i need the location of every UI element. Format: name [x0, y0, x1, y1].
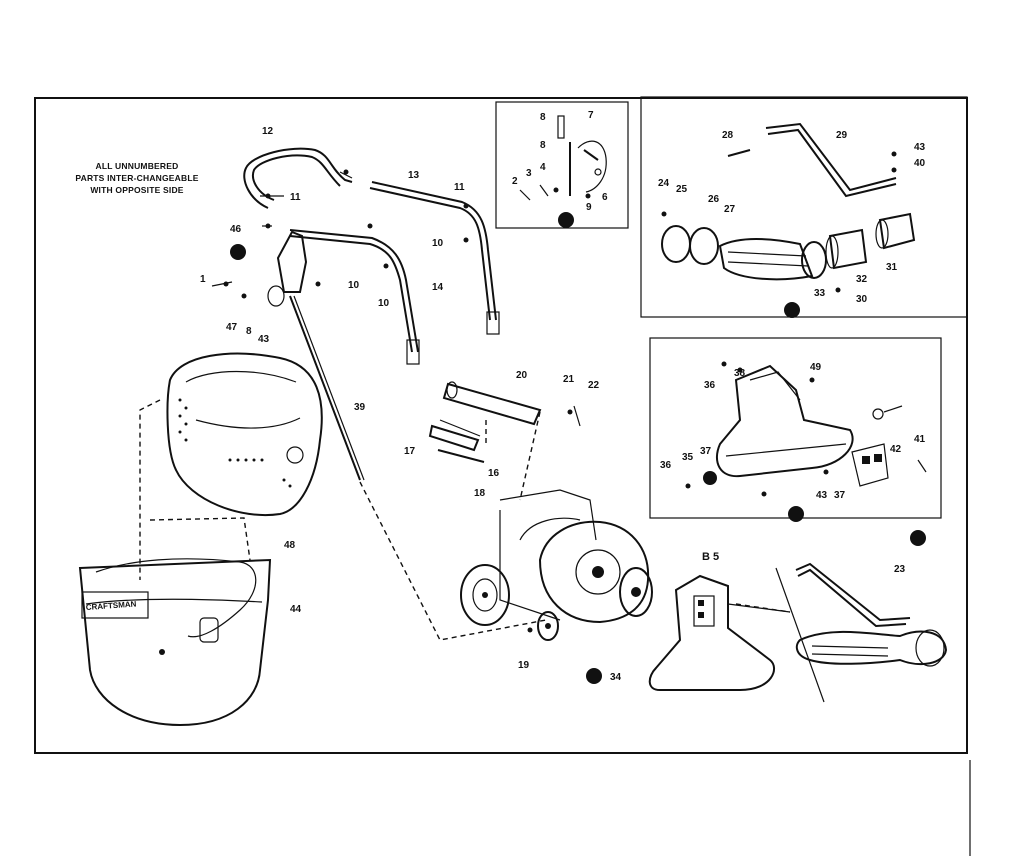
- hose-callout-31: 31: [886, 262, 898, 273]
- inset-callout-6: 6: [602, 192, 608, 203]
- callout-22: 22: [588, 380, 600, 391]
- callout-48: 48: [284, 540, 296, 551]
- inset-nozzle: [649, 337, 942, 519]
- accessory-hose: [775, 562, 948, 703]
- callout-21: 21: [563, 374, 575, 385]
- callout-44: 44: [290, 604, 302, 615]
- lower-handle-right: [369, 181, 500, 335]
- inset-callout-2: 2: [512, 176, 518, 187]
- callout-43a: 43: [258, 334, 270, 345]
- callout-13: 13: [408, 170, 420, 181]
- hose-callout-24: 24: [658, 178, 670, 189]
- handle-reference-dot: [230, 244, 246, 260]
- callout-14: 14: [432, 282, 444, 293]
- callout-labels: 12 11 46 13 11 10 1 10 14 10 47 8 43 39 …: [200, 110, 926, 683]
- note-line-1: ALL UNNUMBERED: [95, 161, 179, 171]
- hose-callout-43: 43: [914, 142, 926, 153]
- lower-handle-left: [289, 229, 420, 365]
- front-wheel: [619, 567, 653, 617]
- callout-10a: 10: [432, 238, 444, 249]
- nozzle-callout-43: 43: [816, 490, 828, 501]
- nozzle-callout-37b: 37: [834, 490, 846, 501]
- callout-10b: 10: [348, 280, 360, 291]
- hose-callout-28: 28: [722, 130, 734, 141]
- inset-hose-parts: [661, 122, 916, 293]
- callout-46a: 46: [230, 224, 242, 235]
- inset-callout-7: 7: [588, 110, 594, 121]
- callout-11b: 11: [454, 182, 465, 193]
- callout-12: 12: [262, 126, 274, 137]
- inset-callout-3: 3: [526, 168, 532, 179]
- accessory-ref-dot: [910, 530, 926, 546]
- inset-ref-dot-1: [558, 212, 574, 228]
- hose-callout-30: 30: [856, 294, 868, 305]
- nozzle-callout-35: 35: [682, 452, 694, 463]
- bag-cover: [166, 352, 323, 516]
- inset-ref-dot-2: [784, 302, 800, 318]
- accessory-callout-23: 23: [894, 564, 906, 575]
- inset-nozzle-parts: [685, 361, 927, 497]
- rear-wheel: [460, 564, 510, 626]
- nozzle-callout-36b: 36: [660, 460, 672, 471]
- inset-callout-9: 9: [586, 202, 592, 213]
- handle-bracket: [267, 230, 365, 481]
- inset-ref-dot-4: [788, 506, 804, 522]
- upper-handle: [243, 147, 353, 209]
- hose-callout-33: 33: [814, 288, 826, 299]
- leader-dash-6: [735, 603, 791, 613]
- leader-dash-3: [139, 399, 161, 580]
- callout-17: 17: [404, 446, 416, 457]
- hose-callout-26: 26: [708, 194, 720, 205]
- nozzle-callout-38: 38: [734, 368, 746, 379]
- callout-47: 47: [226, 322, 238, 333]
- callout-16: 16: [488, 468, 500, 479]
- diagram-border: [34, 97, 968, 754]
- wheel-hub: [527, 611, 559, 641]
- leader-dash-4: [519, 411, 541, 501]
- callout-8a: 8: [246, 326, 252, 337]
- callout-34: 34: [610, 672, 622, 683]
- hose-callout-40: 40: [914, 158, 926, 169]
- blower-housing: [499, 489, 650, 624]
- nozzle-callout-49: 49: [810, 362, 822, 373]
- inlet-tube: [428, 381, 581, 463]
- callout-19: 19: [518, 660, 530, 671]
- nozzle-callout-37a: 37: [700, 446, 712, 457]
- nozzle-ref-dot: [586, 668, 602, 684]
- callout-39: 39: [354, 402, 366, 413]
- callout-1: 1: [200, 274, 206, 285]
- callout-11a: 11: [290, 192, 301, 203]
- hose-callout-27: 27: [724, 204, 736, 215]
- inset-callout-8a: 8: [540, 112, 546, 123]
- inset-handle-hardware: [495, 101, 629, 229]
- note-line-3: WITH OPPOSITE SIDE: [90, 185, 184, 195]
- hose-callout-32: 32: [856, 274, 868, 285]
- bag-brand-label: CRAFTSMAN: [86, 599, 137, 612]
- main-nozzle: [648, 574, 791, 691]
- model-label: B 5: [702, 551, 719, 563]
- inset-hose-kit: [640, 96, 968, 318]
- inset-ref-dot-3: [703, 471, 717, 485]
- callout-10c: 10: [378, 298, 390, 309]
- interchangeable-parts-note: ALL UNNUMBERED PARTS INTER-CHANGEABLE WI…: [52, 160, 222, 196]
- inset-hardware-parts: [519, 115, 607, 201]
- handle-hardware: [211, 169, 469, 299]
- hose-callout-25: 25: [676, 184, 688, 195]
- inset-callout-4: 4: [540, 162, 546, 173]
- callout-20: 20: [516, 370, 528, 381]
- leader-dash-1: [359, 481, 547, 641]
- note-line-2: PARTS INTER-CHANGEABLE: [75, 173, 199, 183]
- nozzle-callout-36a: 36: [704, 380, 716, 391]
- callout-18: 18: [474, 488, 486, 499]
- nozzle-callout-41: 41: [914, 434, 926, 445]
- hose-callout-29: 29: [836, 130, 848, 141]
- grass-bag: [78, 558, 272, 727]
- leader-dash-2: [149, 517, 251, 561]
- inset-callout-8b: 8: [540, 140, 546, 151]
- nozzle-callout-42: 42: [890, 444, 902, 455]
